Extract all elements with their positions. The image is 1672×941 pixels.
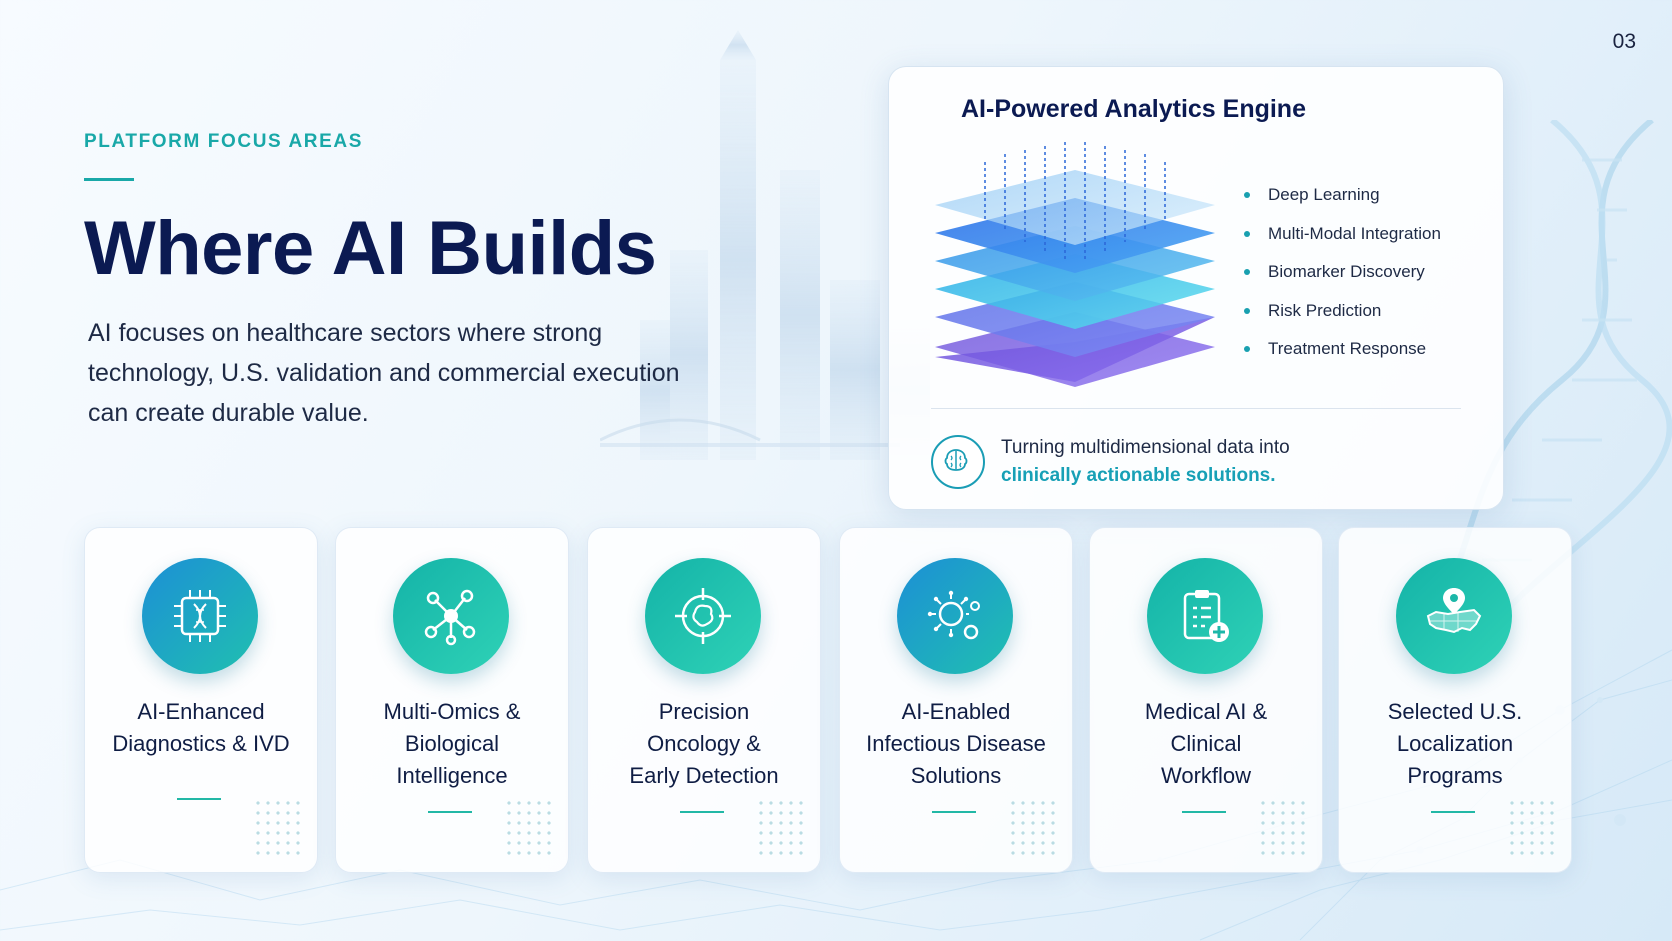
feature-item: Multi-Modal Integration	[1244, 224, 1441, 263]
focus-area-title: Medical AI & Clinical Workflow	[1144, 699, 1268, 788]
page-title: Where AI Builds	[84, 206, 657, 291]
section-eyebrow: PLATFORM FOCUS AREAS	[84, 131, 363, 152]
layered-data-stack-graphic	[935, 142, 1215, 387]
feature-label: Risk Prediction	[1268, 300, 1382, 320]
engine-divider	[931, 408, 1461, 409]
dot-grid-decoration	[1507, 798, 1557, 858]
virus-gear-icon	[897, 558, 1013, 674]
analytics-engine-card: AI-Powered Analytics Engine Deep Learnin…	[888, 66, 1504, 510]
network-nodes-icon	[393, 558, 509, 674]
focus-area-title: Selected U.S. Localization Programs	[1387, 699, 1523, 788]
feature-label: Multi-Modal Integration	[1268, 223, 1441, 243]
tagline-text: Turning multidimensional data into	[1001, 437, 1290, 458]
focus-area-card: Precision Oncology & Early Detection	[587, 527, 821, 873]
bullet-icon	[1244, 230, 1250, 237]
engine-title: AI-Powered Analytics Engine	[961, 95, 1306, 123]
feature-label: Deep Learning	[1268, 185, 1380, 204]
feature-item: Deep Learning	[1244, 185, 1441, 224]
brain-icon	[931, 435, 985, 489]
us-map-pin-icon	[1396, 558, 1512, 674]
focus-area-title: Multi-Omics & Biological Intelligence	[383, 699, 521, 788]
bullet-icon	[1244, 192, 1250, 198]
focus-area-divider	[177, 798, 221, 800]
target-cell-icon	[645, 558, 761, 674]
focus-area-card: AI-Enabled Infectious Disease Solutions	[839, 527, 1073, 873]
bullet-icon	[1244, 269, 1250, 275]
tagline-highlight: clinically actionable solutions.	[1001, 465, 1276, 486]
eyebrow-divider	[84, 178, 134, 181]
bullet-icon	[1244, 307, 1250, 314]
feature-item: Risk Prediction	[1244, 301, 1441, 340]
dot-grid-decoration	[756, 798, 806, 858]
focus-area-title: AI-Enabled Infectious Disease Solutions	[866, 699, 1046, 788]
focus-area-divider	[1431, 811, 1475, 813]
focus-area-title: AI-Enhanced Diagnostics & IVD	[112, 699, 290, 756]
focus-area-divider	[428, 811, 472, 813]
focus-area-divider	[680, 811, 724, 813]
focus-area-card: Multi-Omics & Biological Intelligence	[335, 527, 569, 873]
focus-area-divider	[932, 811, 976, 813]
dot-grid-decoration	[1008, 798, 1058, 858]
feature-label: Biomarker Discovery	[1268, 262, 1425, 281]
dot-grid-decoration	[253, 798, 303, 858]
dot-grid-decoration	[504, 798, 554, 858]
focus-area-divider	[1182, 811, 1226, 813]
focus-area-card: AI-Enhanced Diagnostics & IVD	[84, 527, 318, 873]
feature-item: Biomarker Discovery	[1244, 262, 1441, 301]
dna-chip-icon	[142, 558, 258, 674]
dot-grid-decoration	[1258, 798, 1308, 858]
bullet-icon	[1244, 346, 1250, 352]
focus-area-card: Selected U.S. Localization Programs	[1338, 527, 1572, 873]
focus-area-cards: AI-Enhanced Diagnostics & IVD Multi-Omic…	[84, 527, 1572, 873]
lead-paragraph: AI focuses on healthcare sectors where s…	[88, 319, 680, 427]
feature-list: Deep Learning Multi-Modal Integration Bi…	[1244, 185, 1441, 378]
feature-label: Treatment Response	[1268, 339, 1427, 358]
focus-area-card: Medical AI & Clinical Workflow	[1089, 527, 1323, 873]
clipboard-plus-icon	[1147, 558, 1263, 674]
focus-area-title: Precision Oncology & Early Detection	[629, 699, 779, 788]
page-number: 03	[1612, 30, 1636, 53]
feature-item: Treatment Response	[1244, 339, 1441, 378]
